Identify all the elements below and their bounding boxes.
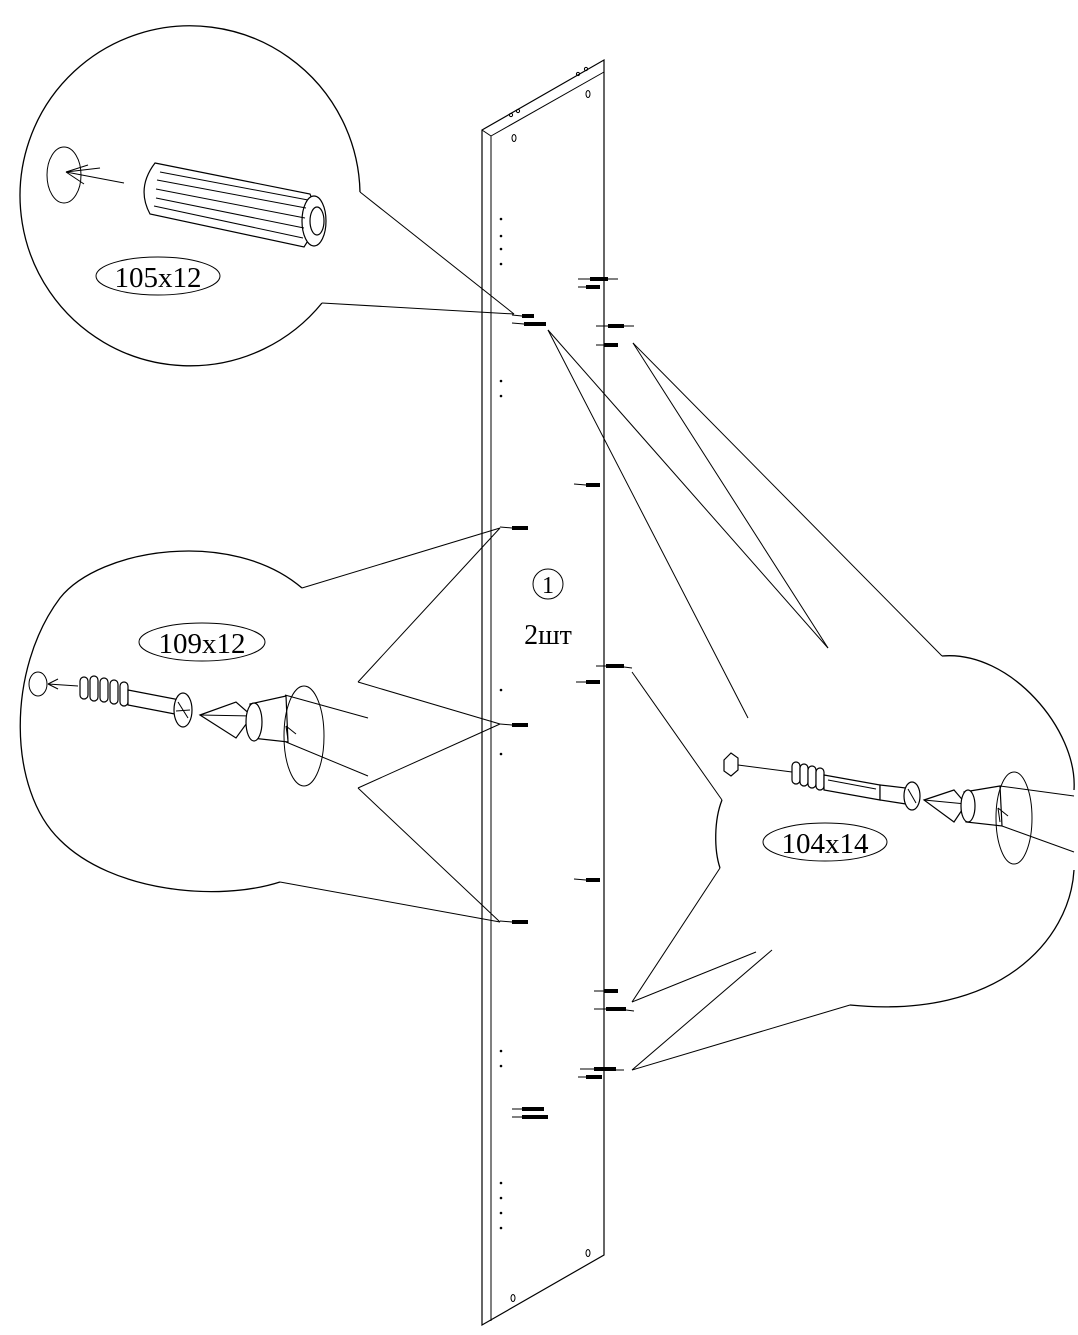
dowel-hole <box>46 146 82 204</box>
cam-bolt-code-badge <box>138 622 266 662</box>
callout-cam-bolt: 109x12 <box>19 550 369 893</box>
fitting-mark <box>511 322 546 326</box>
panel-number-badge <box>532 568 564 600</box>
fitting-mark <box>596 324 634 328</box>
fitting-mark <box>594 1007 635 1012</box>
callout-confirmat: 104x14 <box>715 655 1075 1008</box>
cam-bolt-icon <box>79 675 193 728</box>
confirmat-hole <box>723 752 739 777</box>
screwdriver-icon <box>922 771 1075 865</box>
fitting-mark <box>499 723 528 727</box>
fitting-mark <box>512 1107 544 1111</box>
panel-holes <box>499 217 503 1230</box>
fitting-mark <box>596 664 633 669</box>
fitting-mark <box>573 878 600 882</box>
panel-fittings <box>499 277 635 1119</box>
confirmat-screw-icon <box>791 761 921 811</box>
fitting-mark <box>578 1075 602 1079</box>
fitting-mark <box>512 1115 548 1119</box>
fitting-mark <box>499 526 528 530</box>
rotate-arrow-icon <box>283 685 325 787</box>
leader-lines <box>279 191 943 1071</box>
confirmat-code-badge <box>762 822 888 862</box>
callout-dowel: 105x12 <box>19 25 361 367</box>
fitting-mark <box>578 285 600 289</box>
dowel-icon <box>143 162 327 248</box>
fitting-mark <box>596 343 618 347</box>
confirmat-code: 104x14 <box>782 828 870 860</box>
panel-label: 1 2шт <box>524 568 572 651</box>
panel-quantity: 2шт <box>524 620 572 651</box>
dowel-code-badge <box>95 256 221 296</box>
bolt-hole <box>28 671 48 697</box>
fitting-mark <box>511 314 534 318</box>
rotate-arrow-icon <box>995 771 1033 865</box>
fitting-mark <box>594 989 618 993</box>
panel-number: 1 <box>542 573 554 599</box>
dowel-code: 105x12 <box>115 262 202 294</box>
fitting-mark <box>578 277 618 281</box>
fitting-mark <box>499 920 528 924</box>
screwdriver-icon <box>198 685 369 787</box>
fitting-mark <box>580 1067 624 1071</box>
fitting-mark <box>576 680 600 684</box>
cam-bolt-code: 109x12 <box>159 628 246 660</box>
fitting-mark <box>573 483 600 487</box>
